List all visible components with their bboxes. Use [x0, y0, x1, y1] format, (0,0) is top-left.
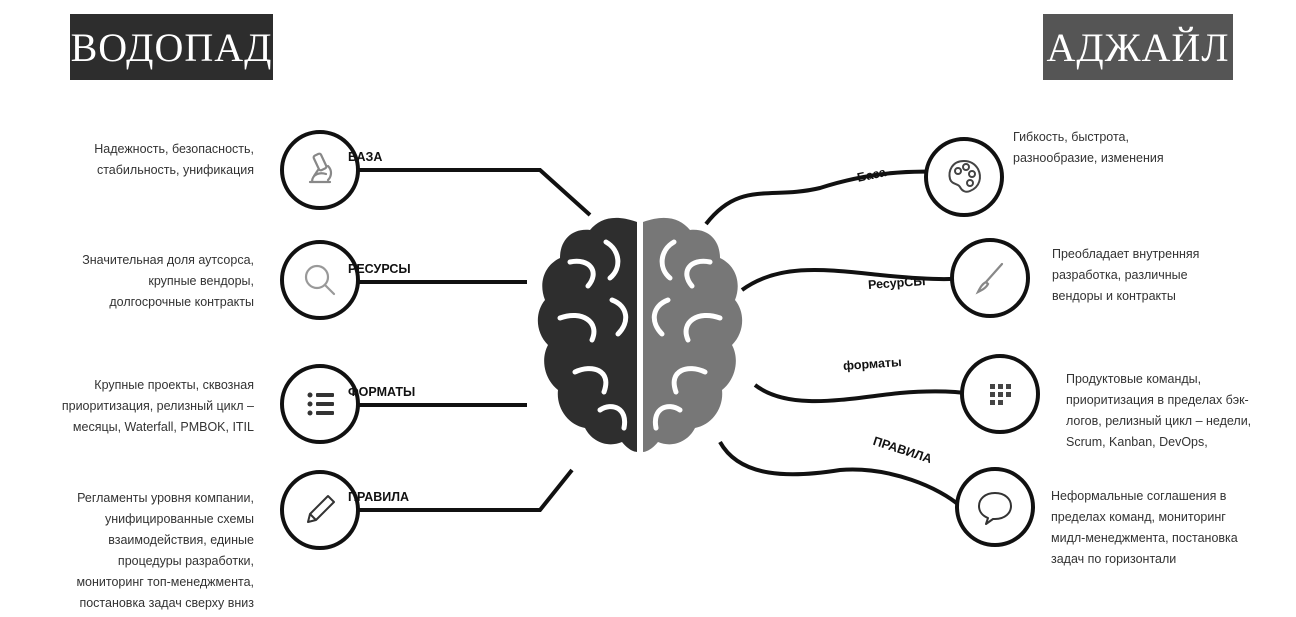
left-formats-description: Крупные проекты, сквозная приоритизация,… [0, 375, 254, 438]
left-label-resources: РЕСУРСЫ [348, 262, 411, 276]
connector-left-base [320, 168, 592, 217]
agile-title-text: АДЖАЙЛ [1046, 24, 1230, 70]
left-resources-description-text: Значительная доля аутсорса, крупные венд… [82, 253, 254, 309]
brush-icon [950, 238, 1030, 318]
connector-right-base [704, 169, 941, 226]
list-icon [280, 364, 360, 444]
left-resources-description: Значительная доля аутсорса, крупные венд… [20, 250, 254, 313]
connector-right-formats [753, 383, 974, 404]
pencil-icon [280, 470, 360, 550]
right-resources-description: Преобладает внутренняя разработка, разли… [1052, 244, 1292, 307]
palette-icon [924, 137, 1004, 217]
left-label-formats: ФОРМАТЫ [348, 385, 416, 399]
waterfall-title: ВОДОПАД [70, 14, 273, 80]
waterfall-title-text: ВОДОПАД [70, 24, 273, 70]
magnifier-icon [280, 240, 360, 320]
right-resources-description-text: Преобладает внутренняя разработка, разли… [1052, 247, 1200, 303]
connector-left-rules [320, 468, 574, 512]
left-label-rules: ПРАВИЛА [348, 490, 410, 504]
brain-illustration [537, 217, 743, 452]
left-base-description: Надежность, безопасность, стабильность, … [20, 139, 254, 181]
connector-right-rules [718, 440, 962, 508]
right-rules-description-text: Неформальные соглашения в пределах коман… [1051, 489, 1238, 566]
right-rules-description: Неформальные соглашения в пределах коман… [1051, 486, 1291, 570]
microscope-icon [280, 130, 360, 210]
left-label-base: БАЗА [348, 150, 383, 164]
connector-right-resources [740, 267, 964, 292]
left-rules-description: Регламенты уровня компании, унифицирован… [0, 488, 254, 614]
right-formats-description: Продуктовые команды, приоритизация в пре… [1066, 369, 1294, 453]
right-base-description: Гибкость, быстрота, разнообразие, измене… [1013, 127, 1273, 169]
brain-right-hemisphere [643, 217, 743, 452]
agile-title: АДЖАЙЛ [1043, 14, 1233, 80]
speech-bubble-icon [955, 467, 1035, 547]
right-formats-description-text: Продуктовые команды, приоритизация в пре… [1066, 372, 1252, 449]
left-rules-description-text: Регламенты уровня компании, унифицирован… [76, 491, 254, 610]
left-formats-description-text: Крупные проекты, сквозная приоритизация,… [61, 378, 254, 434]
brain-left-hemisphere [537, 217, 637, 452]
right-base-description-text: Гибкость, быстрота, разнообразие, измене… [1013, 130, 1164, 165]
left-base-description-text: Надежность, безопасность, стабильность, … [94, 142, 254, 177]
grid-icon [960, 354, 1040, 434]
